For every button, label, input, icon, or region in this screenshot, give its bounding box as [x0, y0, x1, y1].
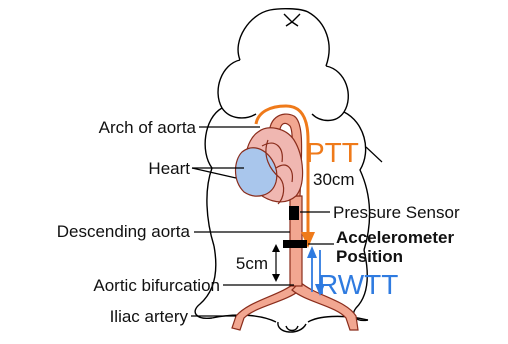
label-thirty-cm: 30cm	[313, 170, 355, 189]
ptt-bracket-leader	[366, 147, 382, 162]
pressure-sensor-marker	[289, 206, 299, 220]
label-pressure-sensor: Pressure Sensor	[333, 203, 460, 222]
label-ptt: PTT	[306, 137, 359, 168]
label-accelerometer: Accelerometer	[336, 228, 455, 247]
label-iliac-artery: Iliac artery	[110, 307, 189, 326]
label-aortic-bifurcation: Aortic bifurcation	[93, 276, 220, 295]
label-heart: Heart	[148, 159, 190, 178]
label-five-cm: 5cm	[236, 254, 268, 273]
accelerometer-marker	[283, 240, 307, 248]
label-position: Position	[336, 247, 403, 266]
five-cm-arrow	[272, 244, 280, 282]
heart	[236, 128, 303, 204]
label-rwtt: RWTT	[318, 269, 398, 300]
label-arch-of-aorta: Arch of aorta	[99, 118, 197, 137]
heart-leader-b	[192, 168, 236, 178]
label-descending-aorta: Descending aorta	[57, 222, 191, 241]
iliac-artery-left	[232, 282, 300, 330]
